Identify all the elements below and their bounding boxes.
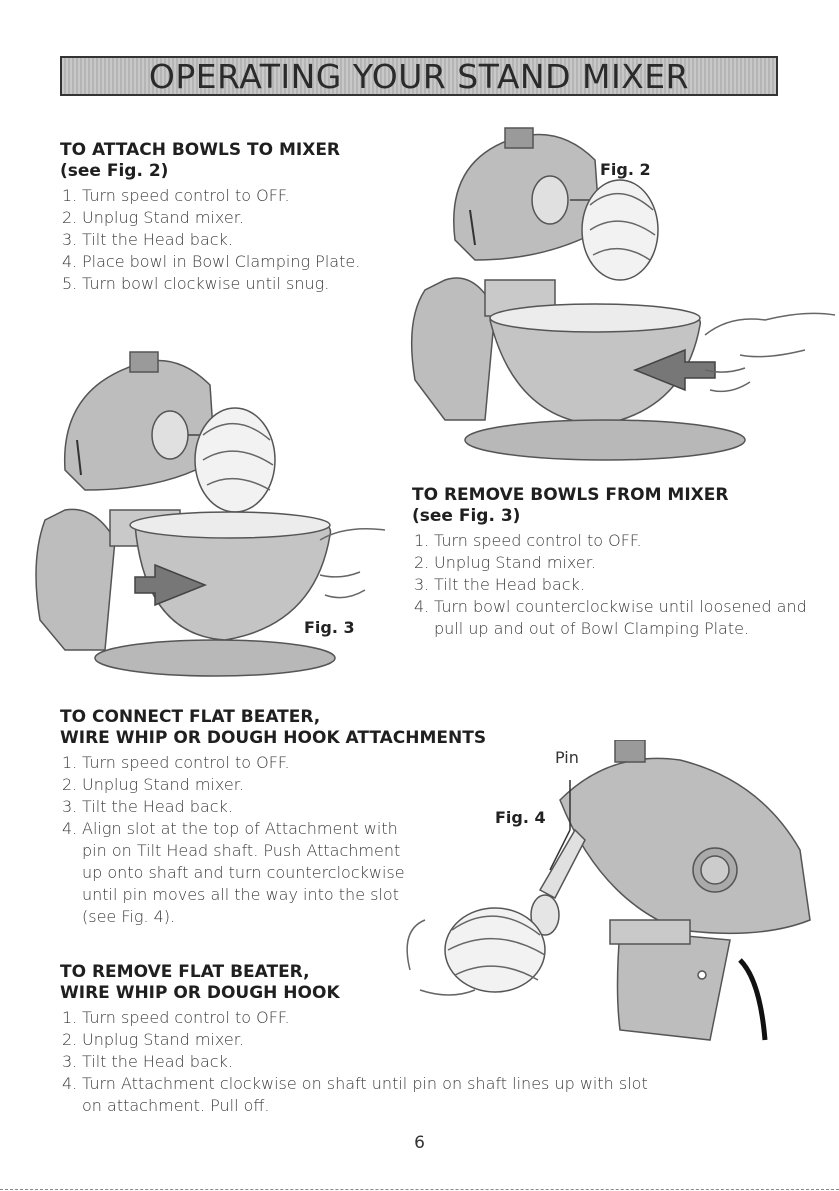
list-item: 2.Unplug Stand mixer. <box>414 553 596 572</box>
connect-attachments-heading: TO CONNECT FLAT BEATER, <box>60 707 321 727</box>
fig3-label: Fig. 3 <box>304 618 355 637</box>
list-item: 4.Place bowl in Bowl Clamping Plate. <box>62 252 361 271</box>
fig4-mixer-illustration <box>406 740 811 1041</box>
attach-bowls-heading: TO ATTACH BOWLS TO MIXER <box>60 140 341 160</box>
attach-bowls-subheading: (see Fig. 2) <box>60 161 169 181</box>
remove-attachments-heading-2: WIRE WHIP OR DOUGH HOOK <box>60 983 340 1003</box>
list-item: 1.Turn speed control to OFF. <box>62 753 290 772</box>
list-item: 1.Turn speed control to OFF. <box>414 531 642 550</box>
list-item: 1.Turn speed control to OFF. <box>62 186 290 205</box>
list-item: 4.Align slot at the top of Attachment wi… <box>62 819 405 926</box>
remove-bowls-steps: 1.Turn speed control to OFF. 2.Unplug St… <box>412 530 822 640</box>
connect-attachments-steps: 1.Turn speed control to OFF. 2.Unplug St… <box>60 752 405 928</box>
remove-attachments-steps: 1.Turn speed control to OFF. 2.Unplug St… <box>60 1007 670 1117</box>
list-item: 3.Tilt the Head back. <box>62 1052 233 1071</box>
list-item: 2.Unplug Stand mixer. <box>62 775 244 794</box>
remove-attachments-section: TO REMOVE FLAT BEATER, WIRE WHIP OR DOUG… <box>60 962 700 1117</box>
fig3-mixer-illustration <box>35 351 386 677</box>
connect-attachments-section: TO CONNECT FLAT BEATER, WIRE WHIP OR DOU… <box>60 707 487 928</box>
remove-bowls-section: TO REMOVE BOWLS FROM MIXER (see Fig. 3) … <box>412 485 822 640</box>
remove-bowls-heading: TO REMOVE BOWLS FROM MIXER <box>412 485 729 505</box>
remove-bowls-subheading: (see Fig. 3) <box>412 506 521 526</box>
connect-attachments-heading-2: WIRE WHIP OR DOUGH HOOK ATTACHMENTS <box>60 728 487 748</box>
list-item: 3.Tilt the Head back. <box>62 230 233 249</box>
pin-label: Pin <box>555 748 579 767</box>
list-item: 3.Tilt the Head back. <box>414 575 585 594</box>
list-item: 5.Turn bowl clockwise until snug. <box>62 274 330 293</box>
list-item: 3.Tilt the Head back. <box>62 797 233 816</box>
title-banner: OPERATING YOUR STAND MIXER <box>60 56 778 96</box>
fig4-label: Fig. 4 <box>495 808 546 827</box>
page-title: OPERATING YOUR STAND MIXER <box>148 56 690 96</box>
attach-bowls-steps: 1.Turn speed control to OFF. 2.Unplug St… <box>60 185 400 295</box>
remove-attachments-heading: TO REMOVE FLAT BEATER, <box>60 962 310 982</box>
list-item: 4.Turn bowl counterclockwise until loose… <box>414 597 807 638</box>
page-number: 6 <box>414 1133 425 1153</box>
fig2-mixer-illustration <box>410 127 836 461</box>
list-item: 2.Unplug Stand mixer. <box>62 1030 244 1049</box>
list-item: 4.Turn Attachment clockwise on shaft unt… <box>62 1074 648 1115</box>
attach-bowls-section: TO ATTACH BOWLS TO MIXER (see Fig. 2) 1.… <box>60 140 400 295</box>
bottom-divider <box>0 1189 839 1191</box>
list-item: 2.Unplug Stand mixer. <box>62 208 244 227</box>
fig2-label: Fig. 2 <box>600 160 651 179</box>
list-item: 1.Turn speed control to OFF. <box>62 1008 290 1027</box>
